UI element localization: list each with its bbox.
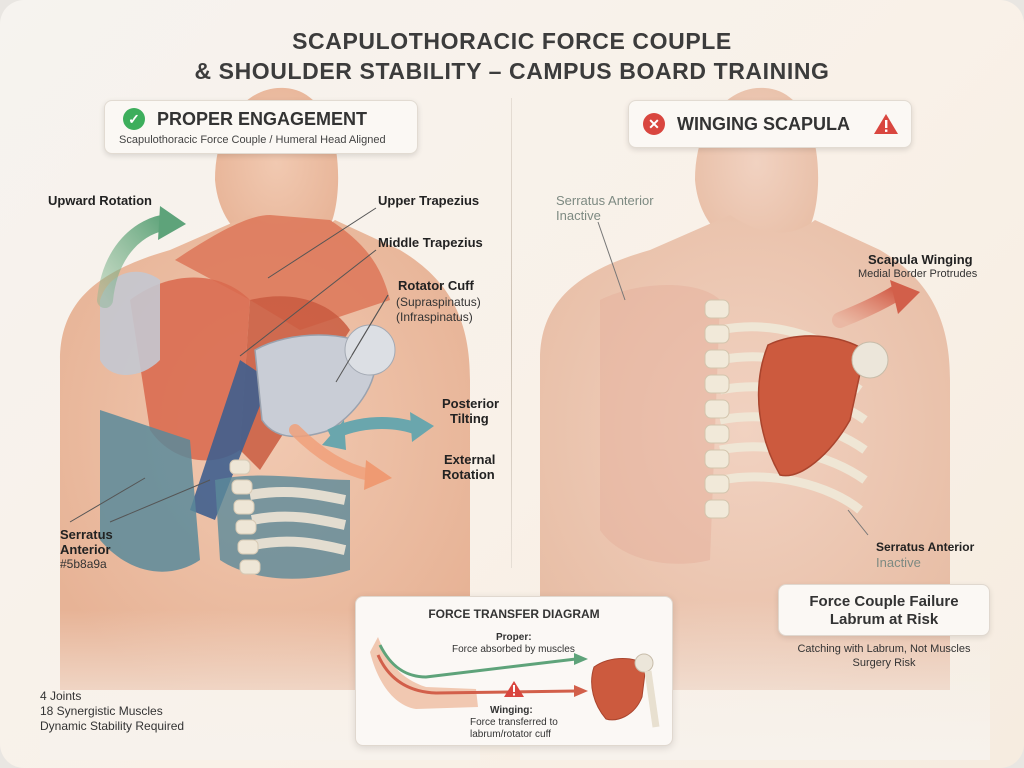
label-supraspinatus: (Supraspinatus) (396, 295, 481, 309)
label-upward-rotation: Upward Rotation (48, 193, 152, 208)
winging-desc-2: labrum/rotator cuff (470, 729, 551, 740)
stat-muscles: 18 Synergistic Muscles (40, 704, 163, 718)
proper-engagement-title: PROPER ENGAGEMENT (157, 109, 368, 129)
proper-engagement-subtitle: Scapulothoracic Force Couple / Humeral H… (119, 134, 386, 146)
force-transfer-arrows (370, 637, 660, 728)
check-circle-icon: ✓ (123, 108, 145, 130)
force-transfer-title: FORCE TRANSFER DIAGRAM (428, 607, 600, 621)
label-external-rotation-1: External (444, 452, 496, 467)
warning-triangle-icon (874, 114, 898, 134)
label-serratus-inactive-top: Serratus Anterior (556, 193, 654, 208)
winging-label: Winging: (490, 705, 533, 716)
label-scapula-winging: Scapula Winging (868, 252, 973, 267)
panel-divider (511, 98, 512, 568)
label-serratus-color: #5b8a9a (60, 557, 107, 571)
proper-desc: Force absorbed by muscles (452, 644, 575, 655)
title-line-2: & SHOULDER STABILITY – CAMPUS BOARD TRAI… (194, 58, 830, 84)
winging-scapula-title: WINGING SCAPULA (677, 114, 850, 134)
main-title: SCAPULOTHORACIC FORCE COUPLE & SHOULDER … (0, 26, 1024, 86)
stat-joints: 4 Joints (40, 689, 82, 703)
force-transfer-diagram: FORCE TRANSFER DIAGRAM Proper: Force abs… (355, 596, 673, 746)
label-infraspinatus: (Infraspinatus) (396, 310, 473, 324)
failure-line-2: Labrum at Risk (829, 611, 939, 628)
force-couple-failure-box: Force Couple Failure Labrum at Risk (778, 584, 990, 636)
failure-line-1: Force Couple Failure (809, 593, 959, 610)
label-external-rotation-2: Rotation (442, 467, 495, 482)
label-inactive-top: Inactive (556, 208, 601, 223)
label-medial-border: Medial Border Protrudes (858, 268, 978, 280)
proper-label: Proper: (496, 632, 532, 643)
label-upper-trapezius: Upper Trapezius (378, 193, 480, 208)
cross-circle-icon: ✕ (643, 113, 665, 135)
label-serratus-1: Serratus (60, 527, 113, 542)
label-inactive-bottom: Inactive (876, 555, 921, 570)
failure-caption-2: Surgery Risk (852, 657, 916, 669)
proper-engagement-badge: ✓ PROPER ENGAGEMENT Scapulothoracic Forc… (104, 100, 418, 154)
failure-caption-1: Catching with Labrum, Not Muscles (797, 643, 971, 655)
label-rotator-cuff: Rotator Cuff (398, 278, 474, 293)
label-middle-trapezius: Middle Trapezius (378, 235, 483, 250)
label-posterior-tilting-1: Posterior (442, 396, 500, 411)
label-posterior-tilting-2: Tilting (450, 411, 489, 426)
winging-scapula-badge: ✕ WINGING SCAPULA (628, 100, 912, 148)
stat-stability: Dynamic Stability Required (40, 719, 185, 733)
title-line-1: SCAPULOTHORACIC FORCE COUPLE (292, 28, 732, 54)
label-serratus-inactive-bottom: Serratus Anterior (876, 540, 975, 554)
winging-desc-1: Force transferred to (470, 717, 558, 728)
label-serratus-2: Anterior (60, 542, 111, 557)
